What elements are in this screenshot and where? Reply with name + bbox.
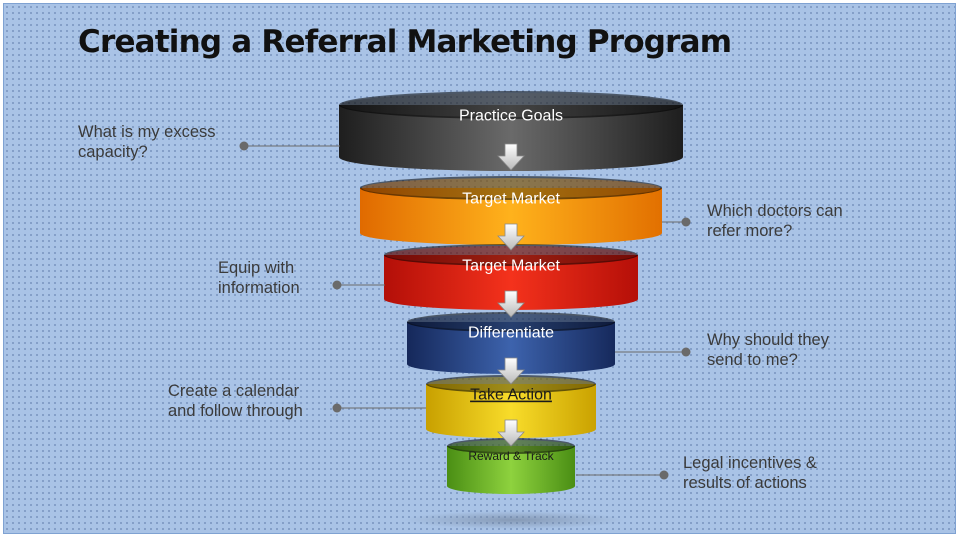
stage-label: Differentiate xyxy=(468,325,554,342)
stage-label: Reward & Track xyxy=(468,449,554,463)
stage-top-rim xyxy=(341,93,681,117)
down-arrow-icon xyxy=(497,223,525,251)
funnel-stage-differentiate: Differentiate xyxy=(407,312,615,374)
funnel-stage-target-market-2: Target Market xyxy=(384,244,638,310)
annotation-leader xyxy=(332,403,426,413)
annotation-leader xyxy=(662,217,691,227)
stage-top-rim xyxy=(386,246,636,264)
stage-label: Target Market xyxy=(462,258,560,275)
annotation-excess-capacity: What is my excess capacity? xyxy=(78,123,216,161)
slide: Creating a Referral Marketing Program xyxy=(3,3,956,534)
leader-dot-icon xyxy=(332,403,342,413)
annotation-why-send: Why should they send to me? xyxy=(707,331,829,369)
stage-body xyxy=(384,255,638,310)
stage-body xyxy=(407,322,615,374)
stage-body xyxy=(360,188,662,245)
stage-body xyxy=(426,384,596,438)
annotation-calendar: Create a calendar and follow through xyxy=(168,382,303,420)
down-arrow-icon xyxy=(497,290,525,318)
annotation-leader xyxy=(615,347,691,357)
stage-body xyxy=(447,446,575,494)
slide-title: Creating a Referral Marketing Program xyxy=(78,24,732,60)
annotation-leader xyxy=(239,141,340,151)
stage-top-rim xyxy=(362,178,660,198)
leader-dot-icon xyxy=(681,347,691,357)
funnel-stage-reward-track: Reward & Track xyxy=(447,438,575,494)
funnel-stage-target-market: Target Market xyxy=(360,176,662,245)
down-arrow-icon xyxy=(497,143,525,171)
leader-dot-icon xyxy=(659,470,669,480)
down-arrow-icon xyxy=(497,357,525,385)
annotation-equip-information: Equip with information xyxy=(218,259,300,297)
funnel-stage-practice-goals: Practice Goals xyxy=(339,91,683,171)
leader-dot-icon xyxy=(239,141,249,151)
down-arrow-icon xyxy=(497,419,525,447)
annotation-legal-incentives: Legal incentives & results of actions xyxy=(683,454,817,492)
stage-body xyxy=(339,105,683,171)
annotation-leader xyxy=(332,280,385,290)
leader-dot-icon xyxy=(681,217,691,227)
annotation-leader xyxy=(576,470,669,480)
funnel-shadow xyxy=(404,511,624,529)
stage-label: Take Action xyxy=(470,387,552,404)
stage-top-rim xyxy=(409,314,613,330)
stage-label: Practice Goals xyxy=(459,108,563,125)
stage-label: Target Market xyxy=(462,191,560,208)
leader-dot-icon xyxy=(332,280,342,290)
annotation-which-doctors: Which doctors can refer more? xyxy=(707,202,843,240)
